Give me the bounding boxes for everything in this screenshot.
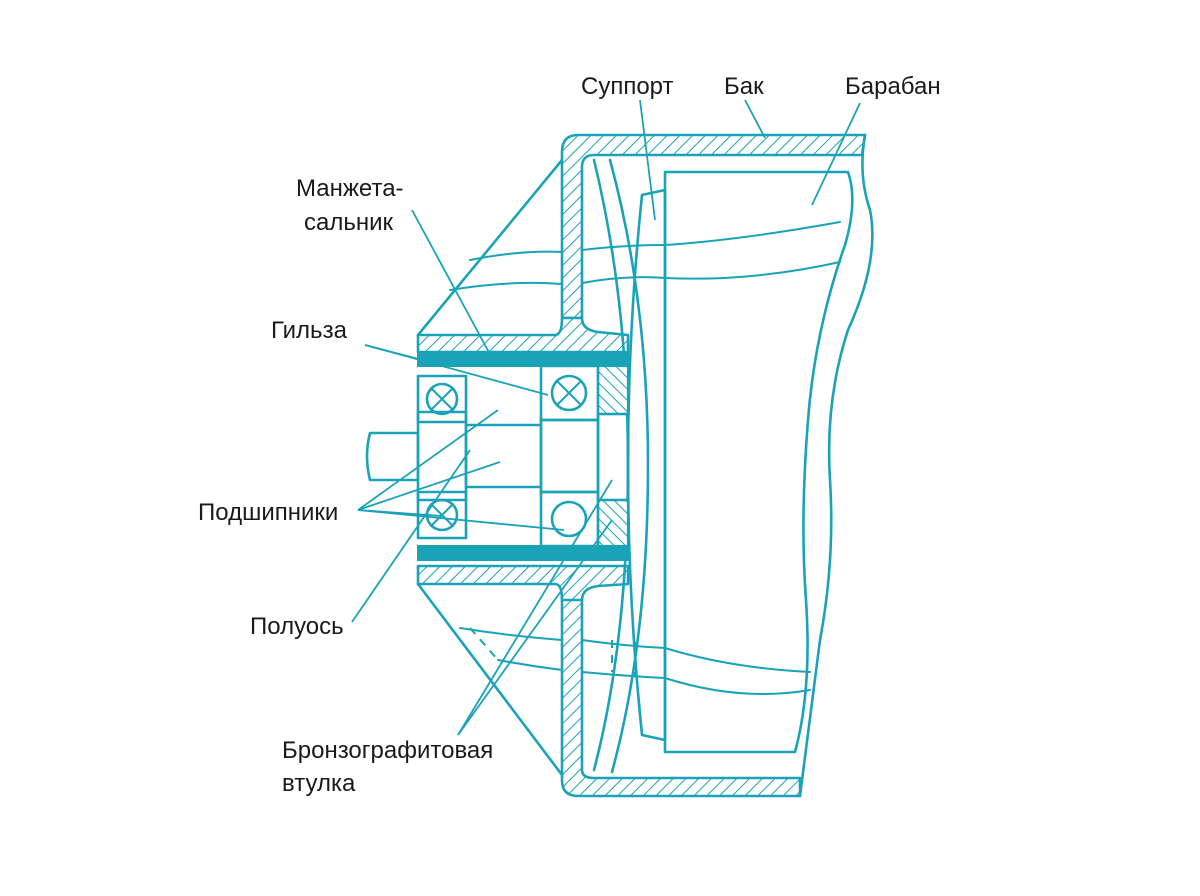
label-drum: Барабан [845, 73, 941, 100]
label-half-shaft: Полуось [250, 613, 344, 640]
support-plate [592, 158, 667, 774]
drum [663, 170, 854, 754]
label-support: Суппорт [581, 73, 673, 100]
label-tank: Бак [724, 73, 764, 100]
tank-housing [416, 133, 874, 798]
leader-lines [351, 99, 861, 736]
labels: Суппорт Бак Барабан Манжета- сальник Гил… [198, 73, 941, 797]
label-cuff-line1: Манжета- [296, 175, 404, 202]
label-cuff-line2: сальник [304, 209, 394, 236]
bronze-graphite-bushing [596, 364, 630, 548]
label-bearings: Подшипники [198, 499, 338, 526]
label-bushing-line2: втулка [282, 770, 356, 797]
label-sleeve: Гильза [271, 317, 348, 344]
sleeve [417, 351, 629, 561]
half-shaft [365, 410, 630, 502]
label-bushing-line1: Бронзографитовая [282, 737, 493, 764]
